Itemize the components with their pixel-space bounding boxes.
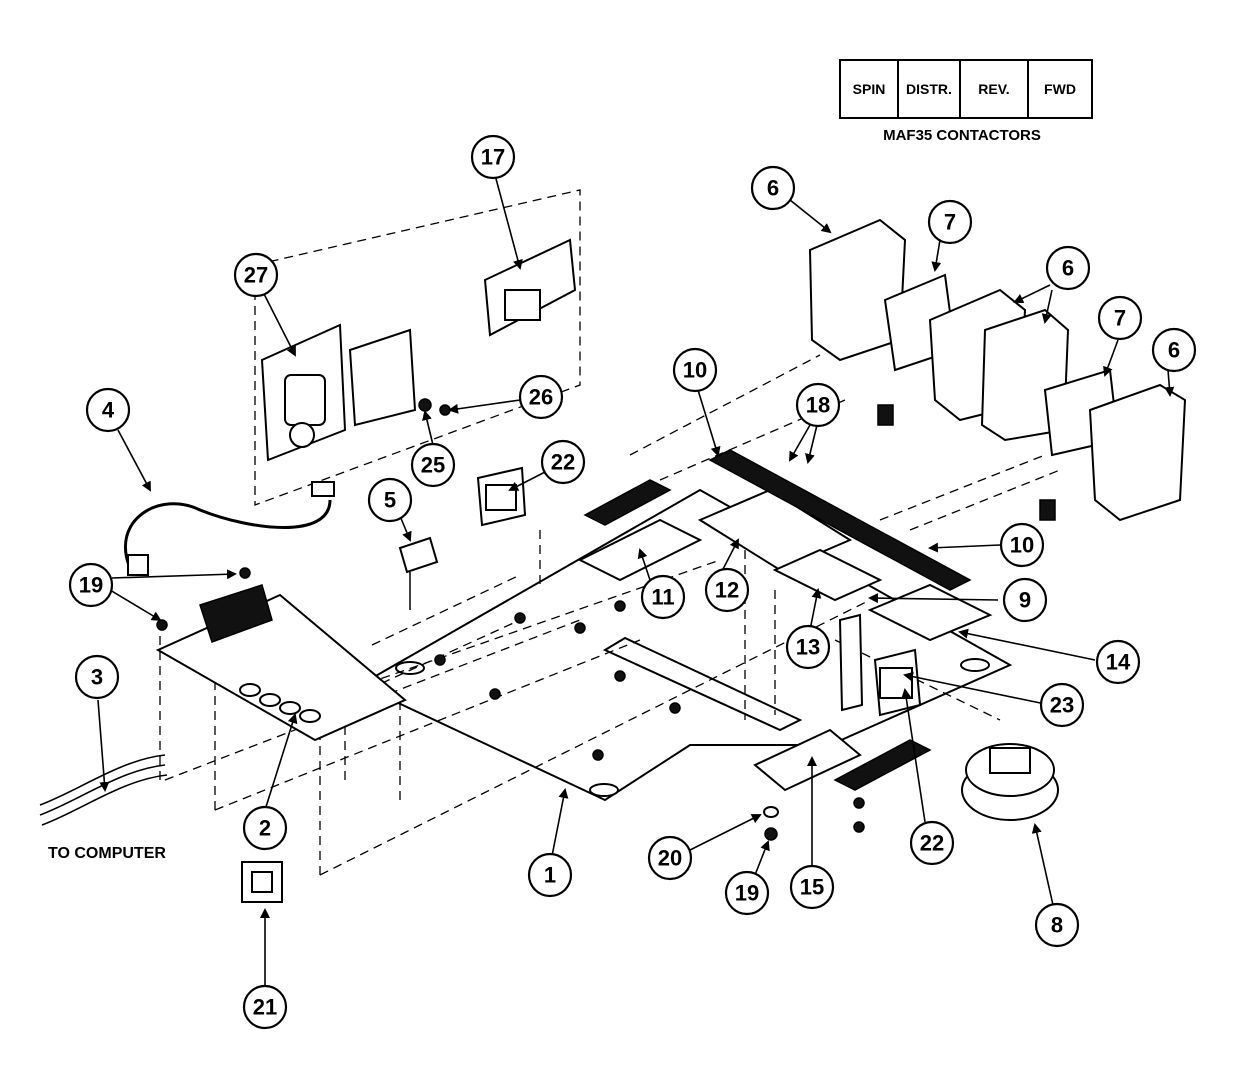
callout-3: 3 [74, 654, 120, 700]
bracket-14 [838, 613, 864, 712]
svg-text:22: 22 [920, 831, 944, 856]
callout-19b: 19 [724, 870, 770, 916]
callout-12: 12 [704, 567, 750, 613]
callout-2: 2 [242, 805, 288, 851]
svg-text:7: 7 [1114, 306, 1126, 331]
pressure-switch-8 [961, 743, 1059, 821]
contactors-table: SPIN DISTR. REV. FWD MAF35 CONTACTORS [839, 59, 1093, 144]
contactor-distr: DISTR. [906, 81, 952, 97]
svg-text:7: 7 [944, 210, 956, 235]
callout-6b: 6 [1045, 245, 1091, 291]
svg-text:18: 18 [806, 393, 830, 418]
callout-6a: 6 [750, 165, 796, 211]
svg-text:27: 27 [244, 263, 268, 288]
callout-4: 4 [85, 387, 131, 433]
contactor-spin: SPIN [853, 81, 886, 97]
callout-5: 5 [367, 477, 413, 523]
svg-text:6: 6 [1062, 256, 1074, 281]
callout-7b: 7 [1097, 295, 1143, 341]
callout-8: 8 [1034, 902, 1080, 948]
contactor-rev: REV. [978, 81, 1009, 97]
svg-text:23: 23 [1050, 693, 1074, 718]
contactors-caption: MAF35 CONTACTORS [883, 127, 1041, 144]
svg-text:6: 6 [767, 176, 779, 201]
callout-11: 11 [640, 574, 686, 620]
svg-text:26: 26 [529, 385, 553, 410]
svg-text:10: 10 [1010, 533, 1034, 558]
callout-6c: 6 [1151, 327, 1197, 373]
svg-text:22: 22 [551, 450, 575, 475]
svg-text:15: 15 [800, 875, 824, 900]
callout-21: 21 [242, 984, 288, 1030]
to-computer-label: TO COMPUTER [48, 845, 166, 862]
svg-text:3: 3 [91, 665, 103, 690]
terminal-block-10 [708, 449, 972, 591]
callout-19a: 19 [68, 562, 114, 608]
callout-13: 13 [785, 624, 831, 670]
svg-text:11: 11 [651, 585, 674, 610]
callout-9: 9 [1002, 577, 1048, 623]
contactor-group [808, 218, 1187, 522]
callout-10b: 10 [999, 522, 1045, 568]
svg-text:1: 1 [544, 863, 556, 888]
svg-text:4: 4 [102, 398, 115, 423]
cable-4 [123, 481, 335, 576]
svg-text:20: 20 [658, 846, 682, 871]
contactor-fwd: FWD [1044, 81, 1076, 97]
part-22-bottom [873, 648, 922, 717]
svg-text:8: 8 [1051, 913, 1063, 938]
relay-box-27 [260, 323, 451, 462]
svg-text:25: 25 [421, 453, 445, 478]
svg-text:2: 2 [259, 816, 271, 841]
callout-22b: 22 [909, 820, 955, 866]
callouts: 17 27 6 7 6 7 6 4 26 25 10 18 22 5 19 10… [68, 134, 1197, 1030]
svg-text:12: 12 [715, 578, 739, 603]
callout-15: 15 [789, 864, 835, 910]
callout-26: 26 [518, 374, 564, 420]
svg-text:6: 6 [1168, 338, 1180, 363]
base-plate [357, 488, 1013, 802]
callout-17: 17 [470, 134, 516, 180]
svg-text:19: 19 [79, 573, 103, 598]
switch-21 [241, 861, 283, 903]
hardware [434, 600, 865, 841]
callout-18: 18 [795, 382, 841, 428]
callout-22a: 22 [540, 439, 586, 485]
callout-1: 1 [527, 852, 573, 898]
callout-7a: 7 [927, 199, 973, 245]
svg-text:19: 19 [735, 881, 759, 906]
svg-text:21: 21 [253, 995, 277, 1020]
callout-23: 23 [1039, 682, 1085, 728]
callout-14: 14 [1095, 639, 1141, 685]
callout-20: 20 [647, 835, 693, 881]
part-5 [398, 536, 439, 610]
control-board-2 [155, 567, 407, 742]
part-22-top [476, 466, 527, 527]
svg-text:10: 10 [683, 358, 707, 383]
svg-text:5: 5 [384, 488, 396, 513]
callout-25: 25 [410, 442, 456, 488]
callout-10a: 10 [672, 347, 718, 393]
svg-text:14: 14 [1106, 650, 1131, 675]
callout-27: 27 [233, 252, 279, 298]
svg-text:17: 17 [481, 145, 505, 170]
svg-text:9: 9 [1019, 588, 1031, 613]
terminal-block-small [583, 479, 932, 791]
board-17 [483, 238, 577, 337]
svg-text:13: 13 [796, 635, 820, 660]
